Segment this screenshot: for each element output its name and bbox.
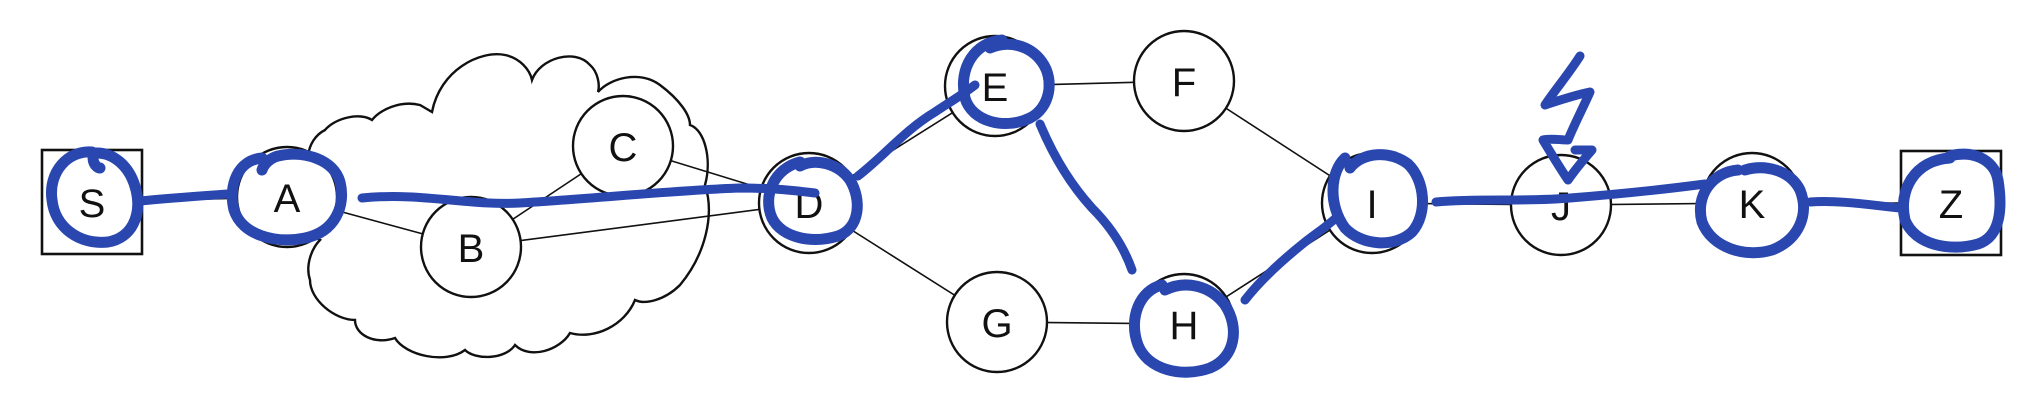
node-label-j: J bbox=[1551, 185, 1571, 229]
node-label-a: A bbox=[274, 177, 301, 221]
node-label-s: S bbox=[79, 182, 106, 226]
node-circle-b bbox=[419, 195, 523, 299]
edge-b-d bbox=[470, 202, 810, 248]
node-label-f: F bbox=[1172, 61, 1196, 105]
ink-circle-k bbox=[1695, 162, 1809, 259]
ink-circle-a bbox=[226, 148, 348, 246]
ink-circle-i bbox=[1327, 149, 1428, 249]
ink-segment-d-e bbox=[853, 80, 980, 181]
ink-segment-s-a bbox=[135, 189, 233, 206]
ink-segment-e-h bbox=[1035, 119, 1137, 275]
ink-circle-h bbox=[1129, 279, 1239, 378]
node-label-b: B bbox=[458, 227, 485, 271]
node-circle-j bbox=[1509, 153, 1613, 257]
ink-segment-i-k bbox=[1431, 179, 1710, 207]
node-label-h: H bbox=[1170, 304, 1199, 348]
node-b: B bbox=[419, 195, 523, 299]
node-f: F bbox=[1132, 29, 1236, 133]
ink-circle-z bbox=[1898, 148, 2006, 253]
ink-segment-a-d bbox=[357, 183, 820, 208]
node-label-k: K bbox=[1739, 183, 1766, 227]
ink-segment-h-i bbox=[1240, 211, 1343, 305]
node-label-c: C bbox=[609, 126, 638, 170]
node-label-i: I bbox=[1366, 183, 1377, 227]
ink-circle-e bbox=[958, 34, 1055, 129]
lightning-bolt-icon bbox=[1538, 51, 1597, 185]
node-circle-f bbox=[1132, 29, 1236, 133]
node-label-z: Z bbox=[1939, 183, 1963, 227]
node-g: G bbox=[945, 270, 1049, 374]
node-label-e: E bbox=[982, 66, 1009, 110]
ink-circle-d bbox=[763, 156, 863, 245]
node-label-g: G bbox=[981, 302, 1012, 346]
ink-circle-s bbox=[46, 146, 144, 248]
node-c: C bbox=[571, 94, 675, 198]
node-circle-g bbox=[945, 270, 1049, 374]
highlighted-path bbox=[46, 34, 2006, 378]
ink-segment-k-z bbox=[1805, 197, 1905, 213]
